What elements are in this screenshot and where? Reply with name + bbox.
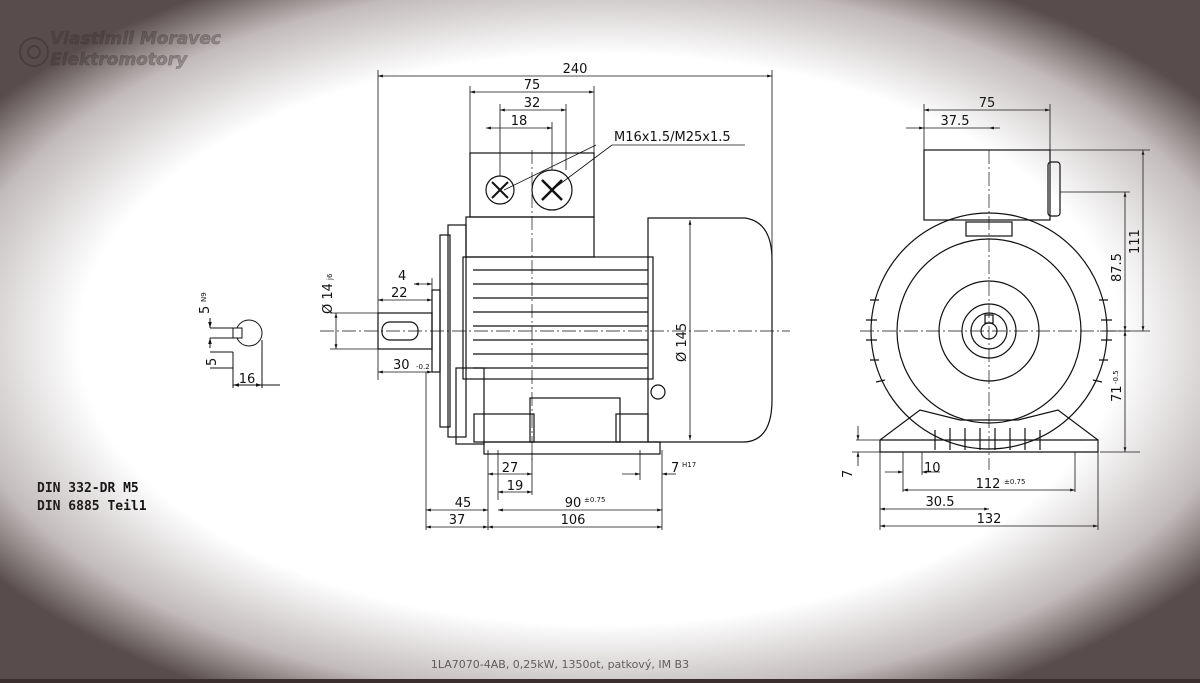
dim-7-side-tol: H17 [682, 461, 696, 469]
dim-240: 240 [563, 62, 588, 77]
front-dim-132: 132 [977, 512, 1002, 527]
dim-19: 19 [507, 479, 524, 494]
front-dim-7: 7 [841, 470, 856, 478]
dim-106: 106 [561, 513, 586, 528]
front-dim-75: 75 [979, 96, 996, 111]
dim-27: 27 [502, 461, 519, 476]
front-dim-112-tol: ±0.75 [1004, 478, 1025, 486]
note-din-6885: DIN 6885 Teil1 [37, 499, 147, 514]
front-dim-30-5: 30.5 [926, 495, 955, 510]
dim-7-side: 7 [671, 461, 679, 476]
dim-32: 32 [524, 96, 541, 111]
front-dim-10: 10 [924, 461, 941, 476]
caption: 1LA7070-4AB, 0,25kW, 1350ot, patkový, IM… [431, 658, 689, 671]
front-dim-112: 112 [976, 477, 1001, 492]
dia-shaft-tol: j6 [326, 273, 334, 281]
front-dim-71-tol: -0.5 [1112, 370, 1120, 384]
thread-label: M16x1.5/M25x1.5 [614, 130, 731, 145]
front-dim-111: 111 [1128, 229, 1143, 254]
front-dim-87-5: 87.5 [1110, 253, 1125, 282]
dim-4: 4 [398, 269, 406, 284]
dim-90-tol: ±0.75 [584, 496, 605, 504]
dim-30: 30 [393, 358, 410, 373]
front-dim-37-5: 37.5 [941, 114, 970, 129]
dim-90: 90 [565, 496, 582, 511]
dia-body: Ø 145 [675, 323, 690, 362]
keyway-depth: 5 [205, 358, 220, 366]
dim-37: 37 [449, 513, 466, 528]
keyway-width-tol: N9 [200, 292, 208, 302]
note-din-332: DIN 332-DR M5 [37, 481, 139, 496]
dim-75: 75 [524, 78, 541, 93]
keyway-16: 16 [239, 372, 256, 387]
dim-30-tol: -0.2 [416, 363, 430, 371]
logo-line2: Elektromotory [50, 50, 188, 70]
dim-45: 45 [455, 496, 472, 511]
dia-shaft: Ø 14 [321, 283, 336, 314]
front-dim-71: 71 [1110, 385, 1125, 402]
logo-line1: Vlastimil Moravec [50, 29, 221, 49]
dim-22: 22 [391, 286, 408, 301]
keyway-width: 5 [198, 306, 213, 314]
dim-18: 18 [511, 114, 528, 129]
